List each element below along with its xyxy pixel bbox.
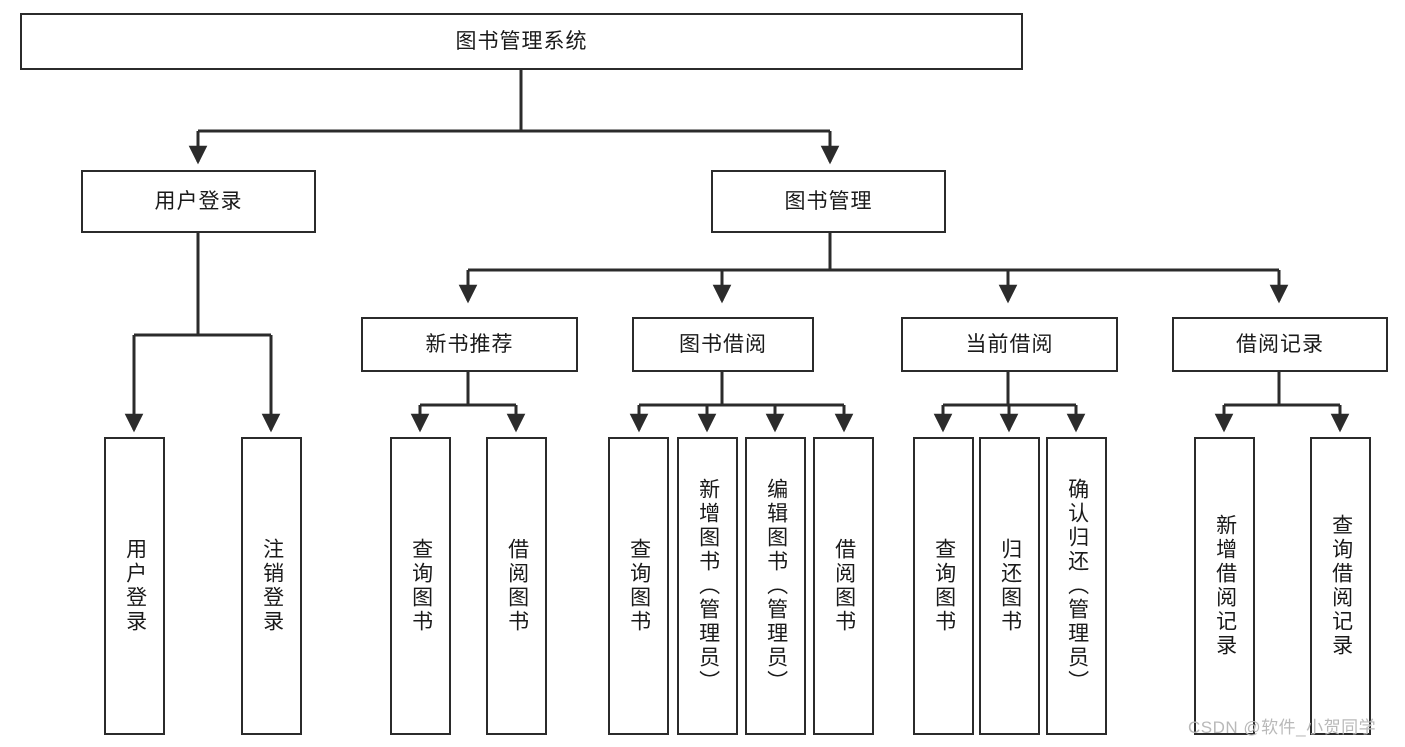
leaf-user-login-logout[interactable]: 注销登录: [241, 437, 302, 735]
node-label: 用户登录: [154, 189, 243, 213]
node-label: 查询图书: [627, 538, 651, 634]
leaf-user-login-login[interactable]: 用户登录: [104, 437, 165, 735]
node-new-book-recommend[interactable]: 新书推荐: [361, 317, 578, 372]
leaf-record-add-record[interactable]: 新增借阅记录: [1194, 437, 1255, 735]
node-book-borrow[interactable]: 图书借阅: [632, 317, 814, 372]
node-label: 编辑图书（管理员）: [764, 478, 788, 694]
leaf-borrow-edit-book-admin[interactable]: 编辑图书（管理员）: [745, 437, 806, 735]
node-label: 图书管理: [784, 189, 873, 213]
leaf-current-return-book[interactable]: 归还图书: [979, 437, 1040, 735]
leaf-recommend-query-book[interactable]: 查询图书: [390, 437, 451, 735]
leaf-record-query-record[interactable]: 查询借阅记录: [1310, 437, 1371, 735]
node-borrow-record[interactable]: 借阅记录: [1172, 317, 1388, 372]
leaf-current-query-book[interactable]: 查询图书: [913, 437, 974, 735]
node-root-library-system[interactable]: 图书管理系统: [20, 13, 1023, 70]
node-label: 查询图书: [932, 538, 956, 634]
node-label: 注销登录: [260, 538, 284, 634]
leaf-borrow-borrow-book[interactable]: 借阅图书: [813, 437, 874, 735]
node-label: 归还图书: [998, 538, 1022, 634]
leaf-borrow-add-book-admin[interactable]: 新增图书（管理员）: [677, 437, 738, 735]
node-label: 用户登录: [123, 538, 147, 634]
node-label: 图书管理系统: [455, 29, 588, 53]
node-label: 查询图书: [409, 538, 433, 634]
node-current-borrow[interactable]: 当前借阅: [901, 317, 1118, 372]
leaf-recommend-borrow-book[interactable]: 借阅图书: [486, 437, 547, 735]
node-user-login[interactable]: 用户登录: [81, 170, 316, 233]
node-label: 查询借阅记录: [1329, 514, 1353, 658]
node-label: 新增借阅记录: [1213, 514, 1237, 658]
node-label: 新书推荐: [425, 332, 514, 356]
node-label: 借阅图书: [832, 538, 856, 634]
node-label: 当前借阅: [965, 332, 1054, 356]
node-label: 图书借阅: [679, 332, 767, 356]
node-book-management[interactable]: 图书管理: [711, 170, 946, 233]
csdn-watermark: CSDN @软件_小贺同学: [1188, 718, 1377, 737]
leaf-borrow-query-book[interactable]: 查询图书: [608, 437, 669, 735]
node-label: 确认归还（管理员）: [1065, 478, 1089, 694]
leaf-current-confirm-return-admin[interactable]: 确认归还（管理员）: [1046, 437, 1107, 735]
node-label: 借阅图书: [505, 538, 529, 634]
node-label: 借阅记录: [1236, 332, 1324, 356]
node-label: 新增图书（管理员）: [696, 478, 720, 694]
